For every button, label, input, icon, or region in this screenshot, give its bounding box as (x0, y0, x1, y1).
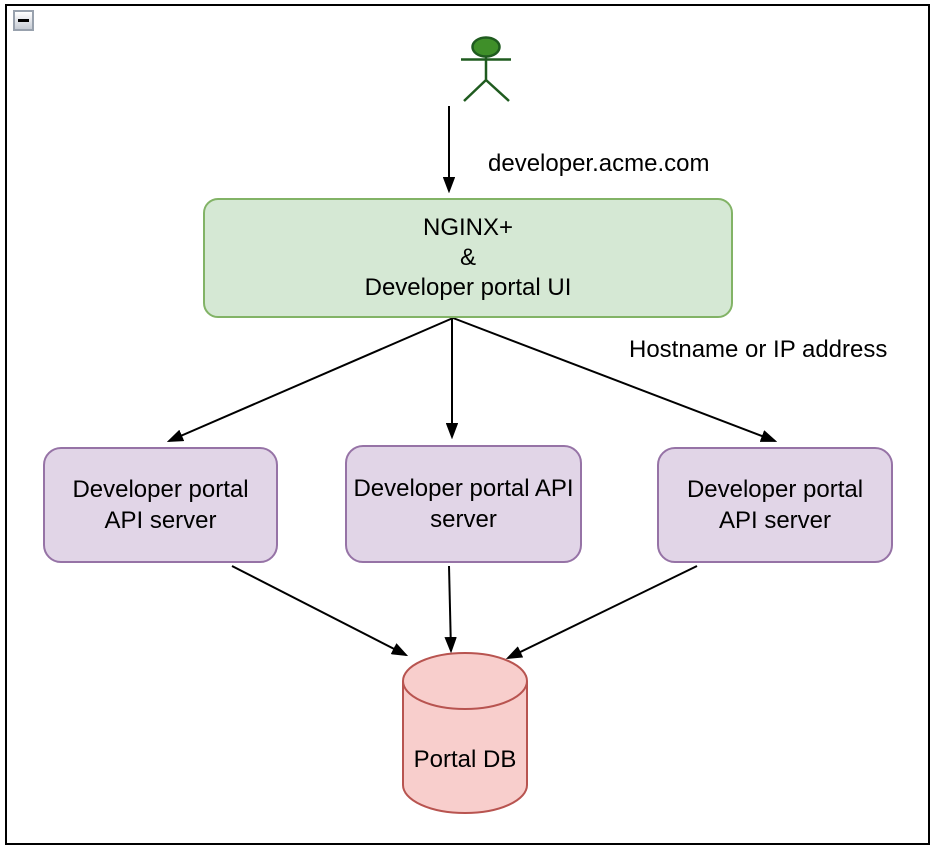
actor-head (471, 36, 501, 58)
database-label: Portal DB (413, 746, 517, 773)
edge-nginx-to-api-3[interactable] (452, 317, 775, 442)
edges (169, 106, 775, 658)
collapse-button[interactable] (13, 10, 34, 31)
node-api-server-2[interactable]: Developer portal API server (345, 445, 582, 563)
api-server-label: Developer portal API server (686, 476, 864, 534)
actor-body (461, 56, 511, 102)
node-api-server-1[interactable]: Developer portal API server (43, 447, 278, 563)
edge-label-hostname[interactable]: Hostname or IP address (629, 336, 888, 363)
user-actor[interactable] (461, 36, 511, 102)
edge-label-developer-url[interactable]: developer.acme.com (488, 150, 710, 177)
edge-nginx-to-api-1[interactable] (169, 317, 454, 441)
minus-icon (18, 19, 29, 22)
edge-api-1-to-db[interactable] (231, 565, 406, 655)
database-cylinder[interactable] (402, 652, 528, 814)
api-server-label: Developer portal API server (72, 476, 249, 534)
edge-api-3-to-db[interactable] (508, 565, 698, 658)
nginx-label-line-3: Developer portal UI (364, 274, 572, 301)
api-server-label: Developer portal API server (353, 475, 574, 533)
cylinder-body (402, 652, 528, 814)
node-nginx[interactable]: NGINX+ & Developer portal UI (203, 198, 733, 318)
cylinder-top-rim (402, 680, 528, 710)
node-api-server-3[interactable]: Developer portal API server (657, 447, 893, 563)
nginx-label-line-1: NGINX+ (422, 214, 514, 241)
edge-api-2-to-db[interactable] (449, 565, 451, 651)
nginx-label-line-2: & (459, 244, 476, 271)
